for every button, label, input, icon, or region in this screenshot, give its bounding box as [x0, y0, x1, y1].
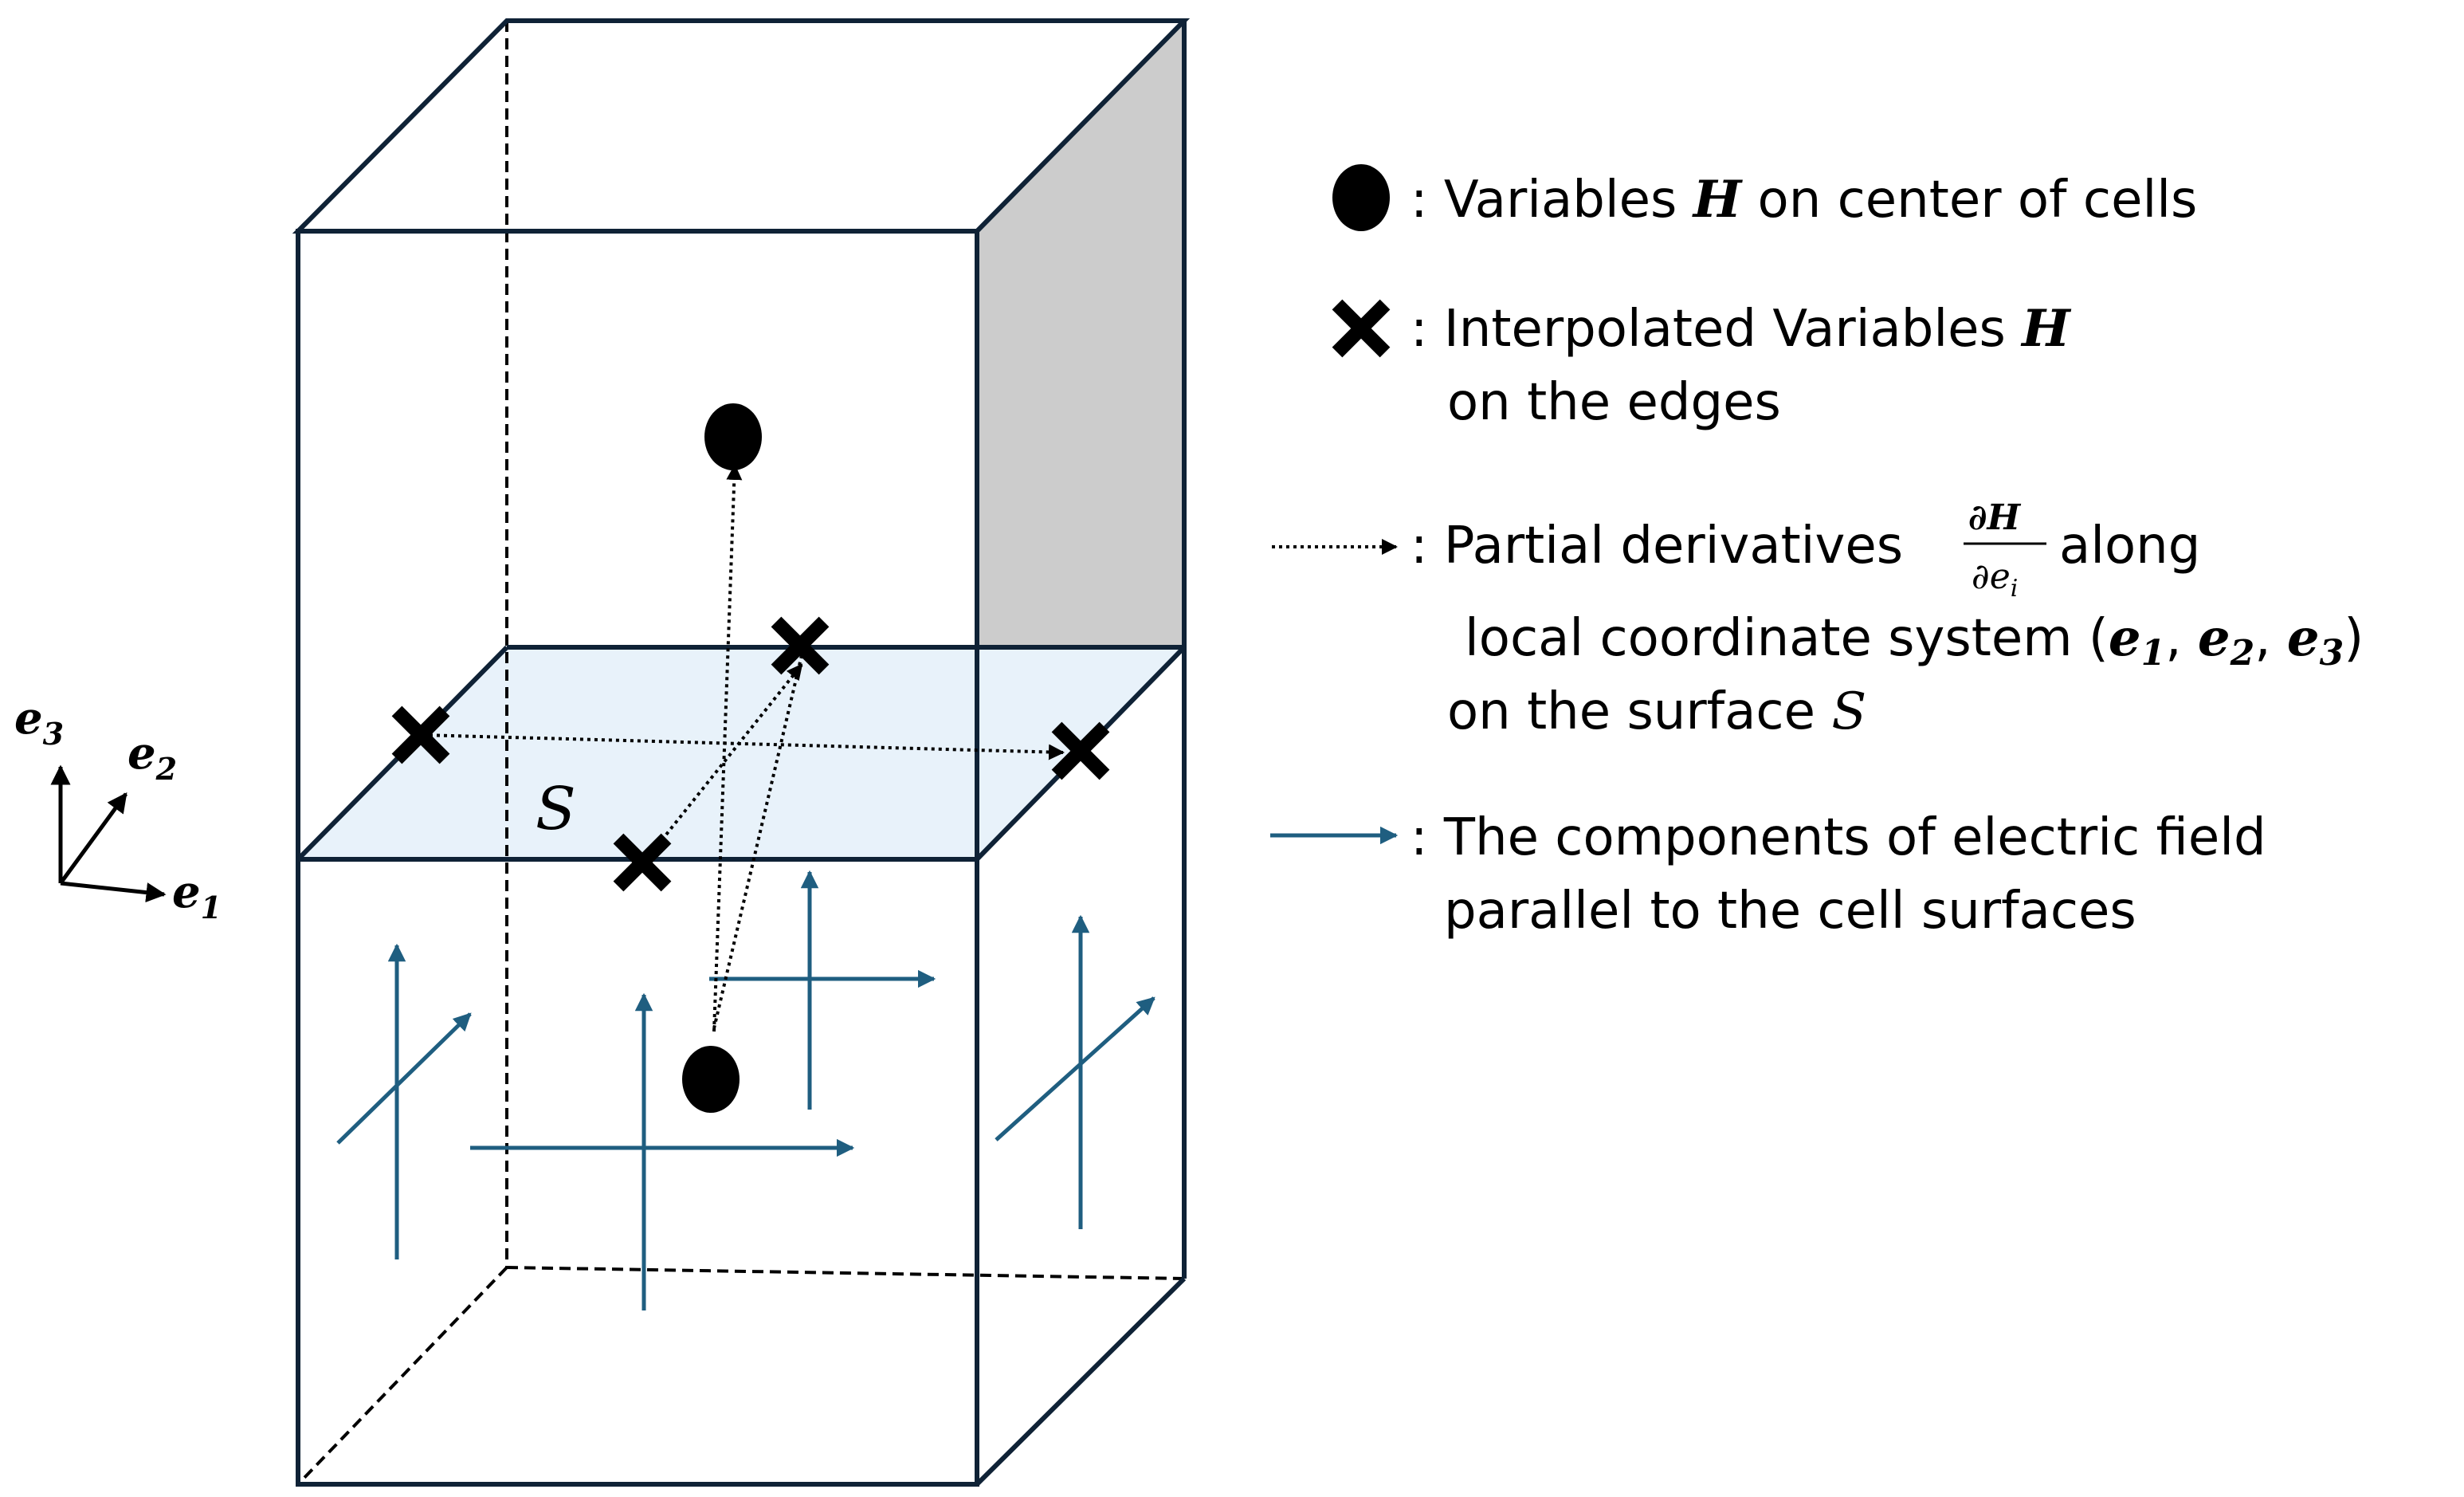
field-arrow: [995, 996, 1155, 1141]
legend-dotted-text: : Partial derivatives: [1411, 517, 1903, 576]
legend-dotted-line2: local coordinate system (e1, e2, e3): [1465, 608, 2364, 674]
axis-e2-arrow: [58, 792, 128, 885]
edge-variable-back: [771, 616, 830, 675]
legend-dotted-frac-den: ∂ei: [1972, 556, 2018, 603]
edge-variable-right: [1051, 721, 1110, 780]
edge-variables: [391, 616, 1110, 892]
axis-e1-arrow: [60, 881, 167, 903]
center-variable-lower: [682, 1046, 740, 1113]
axis-e3-label: e3: [14, 692, 64, 752]
axis-e1-label: e1: [172, 866, 222, 925]
legend-cross-line2: on the edges: [1447, 373, 1781, 432]
derivative-arrow: [712, 464, 743, 1032]
legend-cross-icon: [1332, 299, 1391, 358]
hidden-edges: [296, 21, 1185, 1486]
legend-dotted-suffix: along: [2059, 517, 2200, 576]
legend: : Variables H on center of cells : Inter…: [1270, 164, 2364, 941]
axis-e2-label: e2: [128, 727, 177, 787]
surface-s: [298, 647, 1184, 859]
legend-cross-text: : Interpolated Variables H: [1411, 299, 2072, 359]
coordinate-axes: [50, 764, 167, 903]
derivative-arrow: [642, 663, 803, 864]
electric-field-arrows: [336, 870, 1155, 1310]
legend-dotted-line3: on the surface S: [1447, 682, 1866, 741]
legend-circle-text: : Variables H on center of cells: [1411, 170, 2197, 230]
edge-variable-left: [391, 705, 450, 764]
center-variable-upper: [704, 403, 762, 470]
surface-label: S: [536, 775, 576, 843]
legend-dotted-frac-num: ∂H: [1968, 497, 2022, 538]
legend-solid-line1: : The components of electric field: [1411, 808, 2266, 867]
field-arrow: [336, 1012, 472, 1145]
legend-solid-line2: parallel to the cell surfaces: [1444, 882, 2136, 941]
derivative-arrows: [422, 464, 1065, 1032]
edge-variable-front: [613, 833, 672, 892]
legend-circle-icon: [1332, 164, 1390, 231]
